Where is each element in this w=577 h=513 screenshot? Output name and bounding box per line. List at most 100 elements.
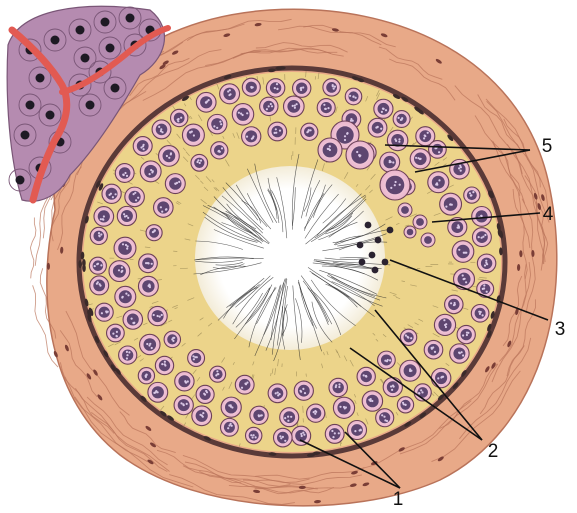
interstitial-nucleus bbox=[106, 44, 115, 53]
chromatin bbox=[186, 403, 188, 405]
chromatin bbox=[338, 432, 340, 434]
chromatin bbox=[472, 191, 474, 193]
chromatin bbox=[161, 314, 163, 316]
chromatin bbox=[208, 99, 210, 101]
chromatin bbox=[300, 87, 302, 89]
interstitial-nucleus bbox=[81, 54, 90, 63]
chromatin bbox=[300, 89, 302, 91]
chromatin bbox=[403, 403, 405, 405]
interstitial-nucleus bbox=[51, 36, 60, 45]
chromatin bbox=[294, 107, 296, 109]
chromatin bbox=[196, 161, 198, 163]
chromatin bbox=[376, 126, 378, 128]
chromatin bbox=[121, 266, 123, 268]
chromatin bbox=[465, 252, 467, 254]
chromatin bbox=[153, 314, 155, 316]
germ-cell-nucleus bbox=[224, 422, 235, 433]
chromatin bbox=[304, 392, 306, 394]
chromatin bbox=[483, 284, 485, 286]
germ-cell-nucleus bbox=[110, 328, 121, 339]
chromatin bbox=[252, 86, 254, 88]
chromatin bbox=[279, 130, 281, 132]
interstitial-nucleus bbox=[16, 176, 25, 185]
chromatin bbox=[149, 343, 151, 345]
chromatin bbox=[302, 86, 304, 88]
chromatin bbox=[149, 173, 151, 175]
chromatin bbox=[275, 132, 277, 134]
germ-cell-nucleus bbox=[456, 245, 469, 258]
chromatin bbox=[126, 351, 128, 353]
chromatin bbox=[398, 141, 400, 143]
chromatin bbox=[204, 394, 206, 396]
chromatin bbox=[172, 340, 174, 342]
chromatin bbox=[96, 263, 98, 265]
chromatin bbox=[458, 167, 460, 169]
chromatin bbox=[454, 304, 456, 306]
chromatin bbox=[436, 182, 438, 184]
chromatin bbox=[290, 416, 292, 418]
chromatin bbox=[246, 112, 248, 114]
chromatin bbox=[161, 211, 163, 213]
chromatin bbox=[332, 436, 334, 438]
spermatid-head bbox=[382, 259, 389, 266]
spermatid-head bbox=[375, 237, 382, 244]
germ-cell-nucleus bbox=[93, 280, 105, 292]
chromatin bbox=[275, 392, 277, 394]
chromatin bbox=[106, 311, 108, 313]
label-2: 2 bbox=[488, 441, 499, 462]
chromatin bbox=[445, 206, 447, 208]
chromatin bbox=[300, 391, 302, 393]
chromatin bbox=[334, 86, 336, 88]
chromatin bbox=[420, 158, 422, 160]
chromatin bbox=[271, 105, 273, 107]
chromatin bbox=[393, 386, 395, 388]
chromatin bbox=[178, 181, 180, 183]
chromatin bbox=[292, 105, 294, 107]
chromatin bbox=[365, 375, 367, 377]
chromatin bbox=[442, 376, 444, 378]
chromatin bbox=[381, 111, 383, 113]
spermatid-head bbox=[365, 222, 372, 229]
chromatin bbox=[125, 293, 127, 295]
chromatin bbox=[445, 326, 447, 328]
chromatin bbox=[344, 135, 346, 137]
chromatin bbox=[193, 134, 195, 136]
label-4: 4 bbox=[543, 204, 554, 225]
connective-fiber bbox=[30, 218, 36, 279]
chromatin bbox=[128, 351, 130, 353]
chromatin bbox=[246, 382, 248, 384]
chromatin bbox=[123, 174, 125, 176]
chromatin bbox=[127, 217, 129, 219]
chromatin bbox=[329, 145, 331, 147]
germ-cell-nucleus bbox=[321, 102, 332, 113]
chromatin bbox=[146, 374, 148, 376]
chromatin bbox=[275, 128, 277, 130]
chromatin bbox=[217, 373, 219, 375]
chromatin bbox=[302, 388, 304, 390]
chromatin bbox=[327, 148, 329, 150]
chromatin bbox=[240, 113, 242, 115]
spermatid-head bbox=[387, 227, 394, 234]
chromatin bbox=[276, 88, 278, 90]
chromatin bbox=[133, 322, 135, 324]
chromatin bbox=[98, 232, 100, 234]
chromatin bbox=[469, 192, 471, 194]
chromatin bbox=[189, 131, 191, 133]
epithelium-streak bbox=[306, 71, 307, 77]
chromatin bbox=[216, 370, 218, 372]
chromatin bbox=[344, 407, 346, 409]
chromatin bbox=[126, 354, 128, 356]
chromatin bbox=[112, 196, 114, 198]
chromatin bbox=[252, 436, 254, 438]
chromatin bbox=[478, 236, 480, 238]
chromatin bbox=[363, 374, 365, 376]
chromatin bbox=[349, 95, 351, 97]
interstitial-nucleus bbox=[76, 26, 85, 35]
chromatin bbox=[185, 381, 187, 383]
chromatin bbox=[394, 184, 396, 186]
chromatin bbox=[112, 333, 114, 335]
chromatin bbox=[389, 160, 391, 162]
chromatin bbox=[135, 199, 137, 201]
chromatin bbox=[121, 271, 123, 273]
